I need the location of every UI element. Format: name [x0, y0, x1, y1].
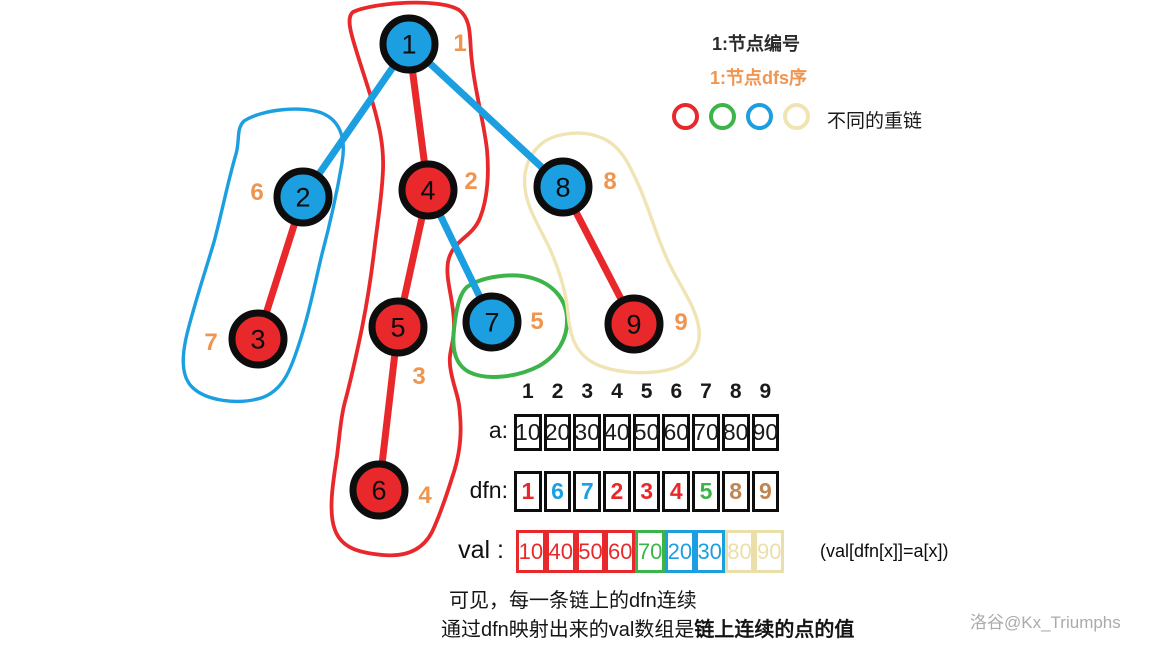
legend-chain-circles	[672, 103, 820, 135]
note-line1: 可见，每一条链上的dfn连续	[449, 590, 697, 612]
tree-node-1: 1	[379, 14, 439, 74]
note-line2-bold: 链上连续的点的值	[694, 619, 855, 641]
chain-outline-red	[329, 0, 490, 558]
array-val-label: val :	[458, 536, 504, 564]
index-header-cell: 8	[729, 380, 742, 403]
dfs-order-label-node-3: 7	[204, 329, 217, 356]
tree-node-number: 5	[390, 313, 405, 343]
watermark: 洛谷@Kx_Triumphs	[970, 613, 1121, 632]
tree-node-6: 6	[349, 460, 409, 520]
tree-node-number: 8	[555, 173, 570, 203]
index-header-cell: 2	[551, 380, 564, 403]
legend-circle-green	[709, 103, 736, 130]
dfs-order-label-node-2: 6	[250, 179, 263, 206]
tree-node-number: 9	[626, 310, 641, 340]
legend-node-id-label: 1:节点编号	[712, 34, 801, 54]
dfs-order-label-node-7: 5	[530, 308, 543, 335]
index-header-cell: 1	[522, 380, 534, 403]
array-dfn-cell: 3	[632, 471, 661, 512]
array-val-cell: 30	[694, 530, 725, 573]
index-header-cell: 6	[670, 380, 683, 403]
dfs-order-label-node-9: 9	[674, 309, 687, 336]
tree-node-7: 7	[462, 292, 522, 352]
tree-node-number: 1	[401, 30, 416, 60]
chain-outline-tan	[522, 131, 701, 375]
array-a-cell: 80	[721, 414, 750, 451]
chain-outline-green	[451, 273, 570, 379]
array-dfn-cell: 7	[573, 471, 602, 512]
array-dfn-cell: 2	[603, 471, 631, 512]
val-dfn-formula: (val[dfn[x]]=a[x])	[820, 541, 949, 561]
legend-circle-tan	[783, 103, 810, 130]
dfs-order-label-node-6: 4	[418, 482, 432, 509]
array-a-cell: 50	[632, 414, 661, 451]
legend-dfs-label: 1:节点dfs序	[710, 68, 808, 88]
tree-node-number: 4	[420, 176, 435, 206]
tree-node-9: 9	[604, 294, 664, 354]
array-a-cell: 70	[692, 414, 720, 451]
tree-edge-1-2	[299, 40, 413, 201]
dfs-order-label-node-1: 1	[453, 30, 466, 57]
array-dfn-cell: 5	[692, 471, 720, 512]
array-val-cell: 60	[605, 530, 636, 573]
tree-node-number: 2	[295, 183, 310, 213]
index-header-cell: 9	[759, 380, 772, 403]
tree-node-number: 7	[484, 308, 499, 338]
tree-node-3: 3	[228, 309, 288, 369]
dfs-order-label-node-8: 8	[603, 168, 616, 195]
tree-node-number: 6	[371, 476, 386, 506]
array-a-cell: 90	[751, 414, 780, 451]
array-dfn-cell: 9	[751, 471, 780, 512]
array-val-cell: 10	[516, 530, 546, 573]
index-header-cell: 4	[611, 380, 623, 403]
array-a-cell: 10	[514, 414, 542, 451]
array-val-cell: 80	[724, 530, 755, 573]
legend-circle-red	[672, 103, 699, 130]
tree-node-number: 3	[250, 325, 265, 355]
array-val-cell: 20	[664, 530, 695, 573]
array-a-cell: 60	[662, 414, 691, 451]
index-header-cell: 3	[581, 380, 594, 403]
legend-chains: 不同的重链	[672, 103, 922, 135]
array-a-cell: 30	[573, 414, 602, 451]
array-dfn-cell: 4	[662, 471, 691, 512]
array-val-cell: 70	[635, 530, 665, 573]
array-dfn-label: dfn:	[469, 477, 508, 503]
note-line2-normal: 通过dfn映射出来的val数组是	[441, 619, 695, 641]
tree-node-5: 5	[368, 297, 428, 357]
array-a-cell: 40	[603, 414, 631, 451]
tree-node-2: 2	[273, 167, 333, 227]
dfs-order-label-node-4: 2	[464, 168, 477, 195]
index-header-cell: 7	[700, 380, 712, 403]
dfs-order-label-node-5: 3	[412, 363, 425, 390]
array-a-label: a:	[488, 417, 508, 443]
array-dfn-cell: 6	[543, 471, 572, 512]
legend-chains-text: 不同的重链	[827, 110, 923, 132]
tree-node-8: 8	[533, 157, 593, 217]
legend-circle-blue	[746, 103, 773, 130]
array-dfn-cell: 1	[514, 471, 542, 512]
array-a-cell: 20	[543, 414, 572, 451]
index-header-cell: 5	[640, 380, 653, 403]
array-val-cell: 90	[754, 530, 785, 573]
note-line2: 通过dfn映射出来的val数组是链上连续的点的值	[441, 613, 854, 642]
tree-edge-1-8	[405, 40, 567, 191]
tree-node-4: 4	[398, 160, 458, 220]
array-dfn-cell: 8	[721, 471, 750, 512]
array-val-cell: 40	[545, 530, 576, 573]
array-val-cell: 50	[575, 530, 606, 573]
